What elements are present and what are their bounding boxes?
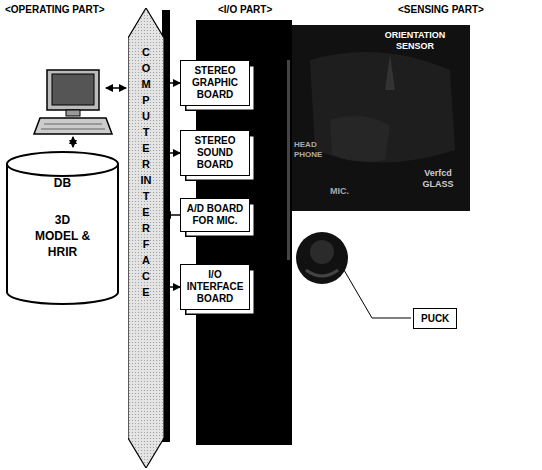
- part-label: <SENSING PART>: [398, 4, 484, 15]
- board-box: STEREO GRAPHIC BOARD: [180, 60, 250, 106]
- part-label: HEAD PHONE: [294, 140, 328, 160]
- part-label: ORIENTATION SENSOR: [372, 30, 458, 52]
- arrow-connector: [164, 214, 180, 216]
- node-text: 3D MODEL & HRIR: [33, 212, 93, 260]
- double-arrow: [106, 87, 126, 89]
- part-label: <OPERATING PART>: [5, 4, 105, 15]
- node-text: STEREO GRAPHIC BOARD: [184, 65, 246, 101]
- leader-line: [344, 270, 411, 318]
- board-box: A/D BOARD FOR MIC.: [180, 198, 250, 232]
- arrow-connector: [164, 152, 180, 154]
- arrow-connector: [164, 82, 180, 84]
- node-text: STEREO SOUND BOARD: [184, 135, 246, 171]
- puck-icon: [296, 232, 348, 284]
- cylinder-outline: [5, 150, 120, 306]
- database-cylinder: DB 3D MODEL & HRIR: [5, 150, 120, 306]
- node-text: I/O INTERFACE BOARD: [184, 269, 246, 305]
- board-box: STEREO SOUND BOARD: [180, 130, 250, 176]
- node-text: A/D BOARD FOR MIC.: [184, 203, 246, 227]
- board-box: I/O INTERFACE BOARD: [180, 264, 250, 310]
- node-text: PUCK: [421, 313, 449, 324]
- part-label: Verfcd GLASS: [412, 168, 464, 190]
- interface-bar: COMPUTER INTERFACE: [128, 8, 164, 468]
- hmd-illustration: [292, 25, 470, 211]
- node-text: COMPUTER INTERFACE: [141, 44, 152, 300]
- puck-label-box: PUCK: [413, 308, 457, 329]
- node-text: DB: [5, 176, 120, 190]
- part-label: MIC.: [330, 186, 349, 196]
- double-arrow: [72, 137, 74, 147]
- part-label: <I/O PART>: [218, 4, 272, 15]
- computer-icon: [34, 70, 112, 134]
- arrow-connector: [164, 286, 180, 288]
- headphone-strip: [287, 60, 290, 260]
